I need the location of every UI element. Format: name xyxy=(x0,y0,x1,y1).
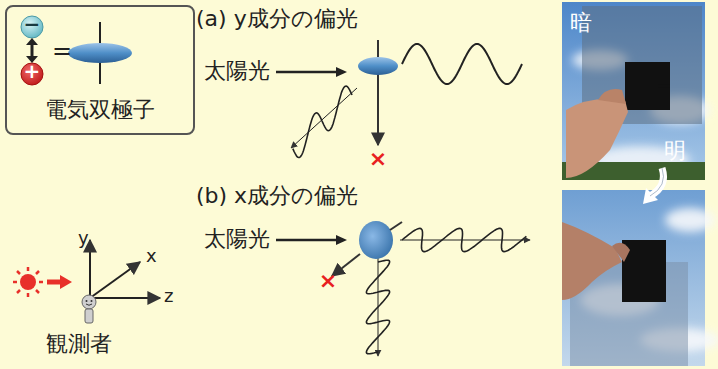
photo-label: 暗 xyxy=(570,10,592,35)
charge-sign: + xyxy=(22,60,42,83)
light-label: 太陽光 xyxy=(204,226,270,251)
observer-label: 観測者 xyxy=(46,331,112,356)
equals-sign: = xyxy=(52,38,72,66)
section-heading: (b) x成分の偏光 xyxy=(196,183,358,208)
block-mark: × xyxy=(316,268,340,293)
axis-label: y xyxy=(78,228,89,249)
block-mark: × xyxy=(366,146,390,171)
charge-sign: − xyxy=(22,13,42,36)
light-label: 太陽光 xyxy=(204,58,270,83)
section-heading: (a) y成分の偏光 xyxy=(196,6,358,31)
photo-label: 明 xyxy=(664,138,686,163)
axis-label: x xyxy=(146,246,157,267)
axis-label: z xyxy=(164,286,173,307)
term-label: 電気双極子 xyxy=(7,95,193,125)
